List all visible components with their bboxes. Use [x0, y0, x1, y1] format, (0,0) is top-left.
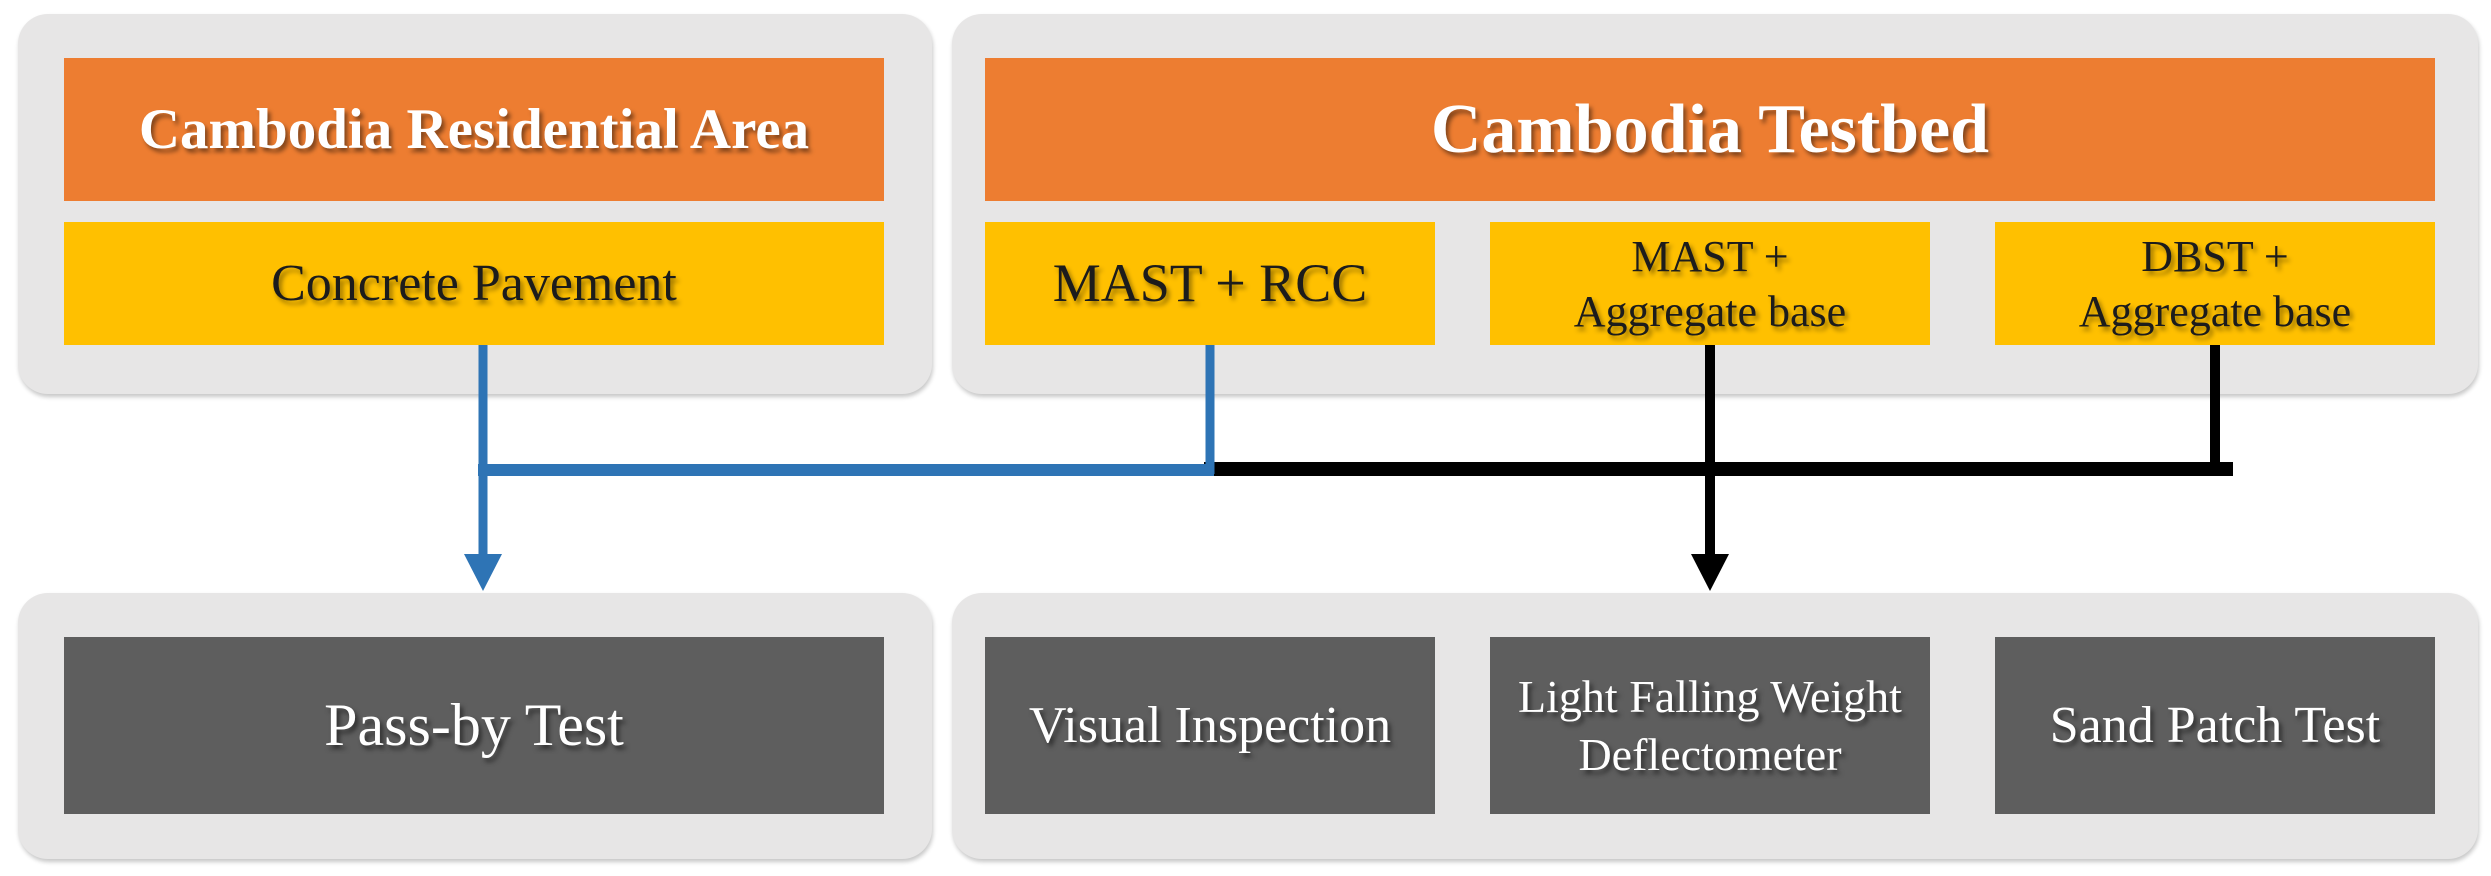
residential-area-header: Cambodia Residential Area	[64, 58, 884, 201]
testbed-header: Cambodia Testbed	[985, 58, 2435, 201]
mast-rcc-box: MAST + RCC	[985, 222, 1435, 345]
light-falling-weight-deflectometer-box: Light Falling Weight Deflectometer	[1490, 637, 1930, 814]
sand-patch-test-box: Sand Patch Test	[1995, 637, 2435, 814]
mast-aggregate-base-box: MAST + Aggregate base	[1490, 222, 1930, 345]
pass-by-test-box: Pass-by Test	[64, 637, 884, 814]
dbst-aggregate-base-box: DBST + Aggregate base	[1995, 222, 2435, 345]
visual-inspection-box: Visual Inspection	[985, 637, 1435, 814]
concrete-pavement-box: Concrete Pavement	[64, 222, 884, 345]
blue-arrowhead-icon	[464, 554, 502, 591]
black-arrowhead-icon	[1691, 554, 1729, 591]
